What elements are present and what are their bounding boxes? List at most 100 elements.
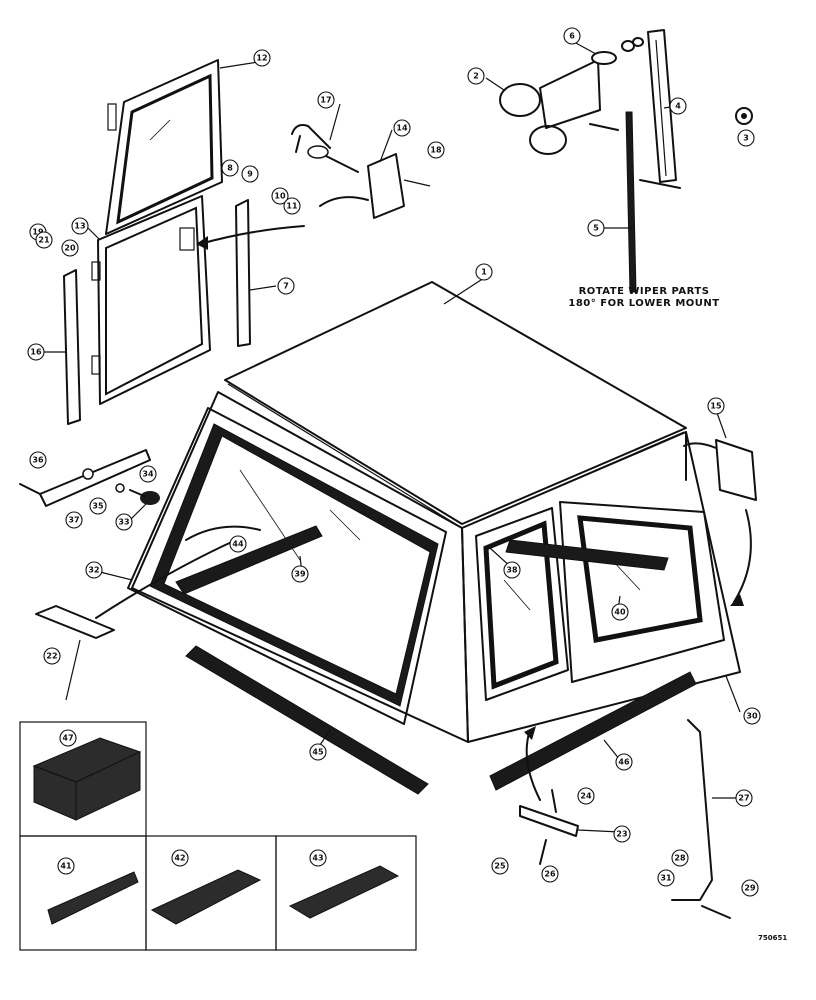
svg-text:22: 22 xyxy=(46,652,57,661)
callout-36: 36 xyxy=(29,451,47,469)
wiper-note-line1: ROTATE WIPER PARTS xyxy=(579,286,710,297)
callout-40: 40 xyxy=(611,603,629,621)
wiper-note-line2: 180° FOR LOWER MOUNT xyxy=(568,298,719,309)
svg-text:42: 42 xyxy=(174,854,185,863)
svg-text:16: 16 xyxy=(30,348,42,357)
wiper-motor-2 xyxy=(499,59,619,155)
callout-15: 15 xyxy=(707,397,725,415)
assembly-arrow-latch xyxy=(733,509,752,603)
svg-text:10: 10 xyxy=(274,192,286,201)
svg-text:2: 2 xyxy=(473,72,479,81)
callout-32: 32 xyxy=(85,561,103,579)
svg-text:18: 18 xyxy=(430,146,442,155)
parts-kit-boxes xyxy=(19,721,417,951)
figure-number: 750651 xyxy=(758,934,787,942)
callout-23: 23 xyxy=(613,825,631,843)
svg-text:31: 31 xyxy=(660,874,672,883)
bracket-22-left xyxy=(35,605,115,639)
seal-strip-46 xyxy=(489,671,697,791)
callout-24: 24 xyxy=(577,787,595,805)
svg-text:33: 33 xyxy=(118,518,129,527)
svg-text:8: 8 xyxy=(227,164,233,173)
callout-11: 11 xyxy=(283,197,301,215)
callout-17: 17 xyxy=(317,91,335,109)
callout-5: 5 xyxy=(587,219,605,237)
callout-45: 45 xyxy=(309,743,327,761)
callout-7: 7 xyxy=(277,277,295,295)
callout-31: 31 xyxy=(657,869,675,887)
callout-6: 6 xyxy=(563,27,581,45)
callout-21: 21 xyxy=(35,231,53,249)
door-latch-14 xyxy=(319,153,431,219)
wiper-blade-5 xyxy=(625,111,637,293)
seal-strip-inner xyxy=(505,539,669,571)
svg-text:12: 12 xyxy=(256,54,267,63)
strip-41 xyxy=(150,869,262,925)
retainer-strip-7 xyxy=(235,199,251,347)
callout-38: 38 xyxy=(503,561,521,579)
svg-text:46: 46 xyxy=(618,758,630,767)
insulation-block-47 xyxy=(32,737,142,821)
callout-18: 18 xyxy=(427,141,445,159)
callout-26: 26 xyxy=(541,865,559,883)
prop-rod-34 xyxy=(39,449,151,507)
svg-text:23: 23 xyxy=(616,830,627,839)
svg-text:45: 45 xyxy=(312,748,324,757)
svg-text:32: 32 xyxy=(88,566,99,575)
spring-26 xyxy=(539,839,547,865)
svg-text:47: 47 xyxy=(62,734,73,743)
svg-text:25: 25 xyxy=(494,862,506,871)
callout-25: 25 xyxy=(491,857,509,875)
cab-body xyxy=(131,281,741,743)
svg-text:7: 7 xyxy=(283,282,289,291)
svg-text:19: 19 xyxy=(32,228,44,237)
seal-strip-44 xyxy=(175,525,323,595)
callout-30: 30 xyxy=(743,707,761,725)
svg-text:20: 20 xyxy=(64,244,76,253)
callout-12: 12 xyxy=(253,49,271,67)
strip-42 xyxy=(288,865,400,919)
strip-40 xyxy=(47,871,139,925)
callout-20: 20 xyxy=(61,239,79,257)
svg-text:34: 34 xyxy=(142,470,154,479)
svg-text:13: 13 xyxy=(74,222,85,231)
upper-door-12 xyxy=(105,59,223,235)
svg-text:5: 5 xyxy=(593,224,599,233)
callout-47: 47 xyxy=(59,729,77,747)
callout-14: 14 xyxy=(393,119,411,137)
wiper-knob-3 xyxy=(735,107,753,125)
callout-39: 39 xyxy=(291,565,309,583)
callout-2: 2 xyxy=(467,67,485,85)
callout-44: 44 xyxy=(229,535,247,553)
callout-16: 16 xyxy=(27,343,45,361)
callout-4: 4 xyxy=(669,97,687,115)
svg-text:24: 24 xyxy=(580,792,592,801)
door-handle-16 xyxy=(291,124,359,173)
svg-text:29: 29 xyxy=(744,884,756,893)
callout-1: 1 xyxy=(475,263,493,281)
assembly-arrow-door xyxy=(199,225,305,245)
svg-text:41: 41 xyxy=(60,862,72,871)
svg-text:30: 30 xyxy=(746,712,758,721)
callout-27: 27 xyxy=(735,789,753,807)
callout-34: 34 xyxy=(139,465,157,483)
svg-text:26: 26 xyxy=(544,870,556,879)
svg-text:6: 6 xyxy=(569,32,575,41)
svg-text:37: 37 xyxy=(68,516,79,525)
svg-text:43: 43 xyxy=(312,854,323,863)
callout-29: 29 xyxy=(741,879,759,897)
latch-15 xyxy=(683,439,757,501)
svg-text:1: 1 xyxy=(481,268,487,277)
callout-28: 28 xyxy=(671,849,689,867)
callout-22: 22 xyxy=(43,647,61,665)
bolt-25 xyxy=(551,789,557,813)
rod-27 xyxy=(671,719,713,901)
callout-43: 43 xyxy=(309,849,327,867)
callout-13: 13 xyxy=(71,217,89,235)
svg-text:44: 44 xyxy=(232,540,244,549)
wiper-arm-4 xyxy=(639,29,681,189)
bracket-22-right xyxy=(519,805,579,837)
bolt-36 xyxy=(19,483,41,495)
svg-text:3: 3 xyxy=(743,134,749,143)
